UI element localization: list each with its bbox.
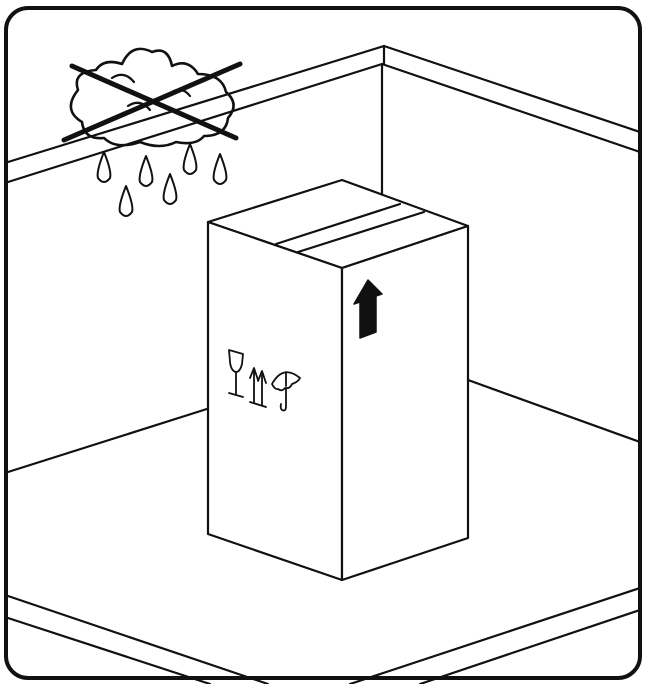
fragile-glass-icon <box>228 349 244 398</box>
rain-drop-icon <box>138 155 154 187</box>
rain-drop-icon <box>118 185 134 217</box>
cardboard-box-icon <box>206 178 470 582</box>
rain-drop-icon <box>162 173 178 205</box>
rain-drops <box>96 143 228 217</box>
frame-border <box>4 6 642 680</box>
this-way-up-arrow-icon <box>353 279 383 339</box>
cross-out-icon <box>61 61 243 143</box>
rain-drop-icon <box>96 151 112 183</box>
handling-symbols <box>228 349 301 412</box>
room-walls <box>6 44 642 684</box>
rain-drop-icon <box>182 143 198 175</box>
this-way-up-symbol-icon <box>249 367 267 408</box>
rain-cloud-icon <box>69 47 235 148</box>
keep-dry-umbrella-icon <box>271 371 301 412</box>
rain-drop-icon <box>212 153 228 185</box>
